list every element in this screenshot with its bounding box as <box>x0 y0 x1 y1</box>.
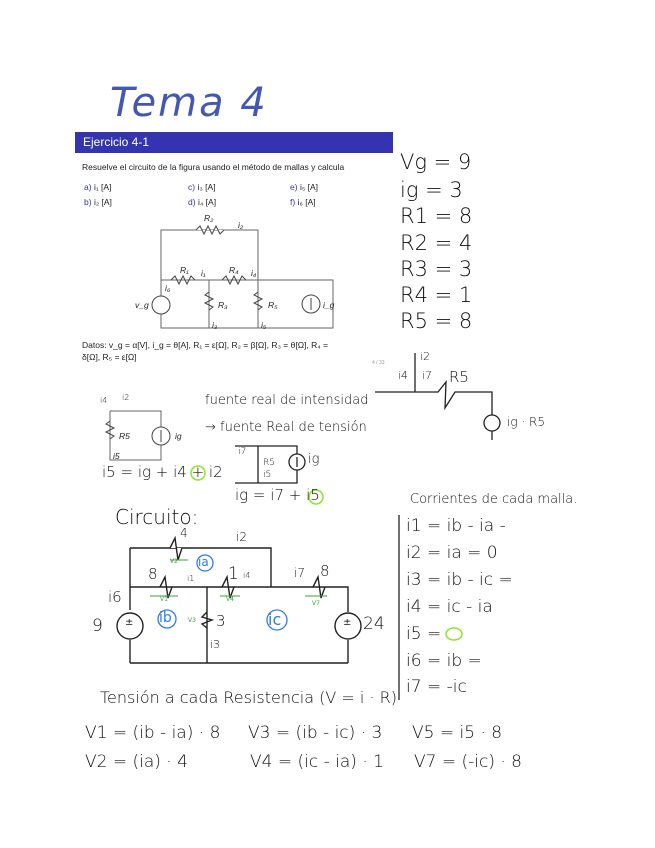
rc-source: ig · R5 <box>507 415 545 429</box>
highlight-marks <box>190 465 463 641</box>
label-r5: R₅ <box>268 300 278 310</box>
label-r2: R₂ <box>204 213 214 223</box>
sc-equation: i5 = ig + i4 + i2 <box>102 463 223 481</box>
slide-circuit <box>151 224 334 329</box>
label-r3: R₃ <box>218 300 228 310</box>
circuit-heading: Circuito: <box>115 505 199 529</box>
sc-i4: i4 <box>100 396 108 405</box>
sc-ig: ig <box>175 431 182 441</box>
page-title: Tema 4 <box>110 80 268 126</box>
sc-r5: R5 <box>119 431 130 441</box>
voltage-v1: V1 = (ib - ia) · 8 <box>85 723 221 743</box>
mc-v4: V4 <box>226 596 234 603</box>
voltages-heading: Tensión a cada Resistencia (V = i · R) <box>100 688 397 707</box>
mc-vs1: 9 <box>92 616 103 636</box>
rc-i4: i4 <box>398 369 409 382</box>
mc-i7: i7 <box>294 566 305 580</box>
option-c: c) i₃ [A] <box>188 182 216 192</box>
sc-i5: i5 <box>113 451 120 461</box>
sc-i2: i2 <box>122 393 130 402</box>
slide-page-number: 4 / 33 <box>372 360 385 366</box>
given-ig: ig = 3 <box>400 178 463 202</box>
currents-heading: Corrientes de cada malla. <box>410 492 578 507</box>
mc-v7: V7 <box>312 600 320 607</box>
rc-r5: R5 <box>449 368 469 386</box>
small-slide-circuit <box>104 410 171 461</box>
label-vg: v_g <box>135 300 149 310</box>
mc-v1: V1 <box>160 596 168 603</box>
option-d: d) i₄ [A] <box>188 197 217 207</box>
mc-r4: 1 <box>228 564 239 584</box>
mc-vs2-polarity: ± <box>343 617 352 628</box>
mc-ib: ib <box>159 610 172 626</box>
voltage-v4: V4 = (ic - ia) · 1 <box>250 752 384 772</box>
datos-line-2: δ[Ω], R₅ = ε[Ω] <box>82 352 137 362</box>
slide-header: Ejercicio 4-1 <box>75 132 393 153</box>
source-note-circuit <box>235 445 306 484</box>
datos-line-1: Datos: v_g = α[V], i_g = θ[A], R₁ = ε[Ω]… <box>82 340 329 350</box>
label-i5: i₅ <box>261 320 267 330</box>
given-r1: R1 = 8 <box>400 204 473 228</box>
mc-r2: 4 <box>180 526 188 540</box>
label-i1: i₁ <box>201 268 206 278</box>
note-r5: R5 <box>263 458 275 468</box>
option-e: e) i₅ [A] <box>290 182 319 192</box>
current-i1: i1 = ib - ia - <box>406 516 506 536</box>
current-i4: i4 = ic - ia <box>406 597 493 617</box>
given-r3: R3 = 3 <box>400 257 473 281</box>
mc-i1: i1 <box>187 574 195 583</box>
note-ig: ig <box>308 452 320 467</box>
note-i7: i7 <box>238 447 247 457</box>
right-circuit <box>375 353 501 440</box>
note-line-1: fuente real de intensidad <box>205 393 369 408</box>
current-i5: i5 = <box>406 624 442 644</box>
mc-ic: ic <box>268 610 282 629</box>
mc-i6: i6 <box>108 588 122 606</box>
option-b: b) i₂ [A] <box>84 197 112 207</box>
mc-ia: ia <box>198 555 209 569</box>
voltage-v3: V3 = (ib - ic) · 3 <box>248 723 383 743</box>
mc-vs2: 24 <box>363 614 385 634</box>
mc-i3: i3 <box>210 638 221 651</box>
mc-i2: i2 <box>236 530 247 544</box>
slide-prompt: Resuelve el circuito de la figura usando… <box>82 162 345 172</box>
current-i3: i3 = ib - ic = <box>406 570 513 590</box>
note-i5: i5 <box>263 470 272 480</box>
mc-v2: V2 <box>170 558 178 565</box>
rc-i7: i7 <box>422 369 433 382</box>
main-circuit <box>116 535 362 664</box>
current-i6: i6 = ib = <box>406 651 482 671</box>
given-r4: R4 = 1 <box>400 283 473 307</box>
mc-r7: 8 <box>320 562 330 580</box>
mc-r3: 3 <box>216 612 226 630</box>
given-r2: R2 = 4 <box>400 231 473 255</box>
mc-vs1-polarity: ± <box>125 617 134 628</box>
label-i6: i₆ <box>165 283 171 293</box>
voltage-v7: V7 = (-ic) · 8 <box>414 752 522 772</box>
mesh-loops <box>157 554 288 631</box>
current-i2: i2 = ia = 0 <box>406 543 498 563</box>
voltage-v5: V5 = i5 · 8 <box>412 723 503 743</box>
voltage-arrows <box>150 559 327 597</box>
label-ig: i_g <box>323 300 335 310</box>
mc-r1: 8 <box>148 565 158 583</box>
label-r4: R₄ <box>229 265 239 275</box>
voltage-v2: V2 = (ia) · 4 <box>85 752 188 772</box>
note-line-2: → fuente Real de tensión <box>205 420 367 435</box>
label-r1: R₁ <box>180 265 189 275</box>
label-i2: i₂ <box>238 220 244 230</box>
current-i7: i7 = -ic <box>406 677 467 697</box>
given-vg: Vg = 9 <box>400 150 472 174</box>
label-i3: i₃ <box>212 320 218 330</box>
label-i4: i₄ <box>251 268 257 278</box>
mc-v3: V3 <box>188 617 196 624</box>
given-r5: R5 = 8 <box>400 309 473 333</box>
note-equation: ig = i7 + i5 <box>235 486 320 504</box>
option-f: f) i₆ [A] <box>290 197 316 207</box>
rc-i2: i2 <box>420 350 431 363</box>
option-a: a) i₁ [A] <box>84 182 112 192</box>
mc-i4: i4 <box>243 571 251 580</box>
